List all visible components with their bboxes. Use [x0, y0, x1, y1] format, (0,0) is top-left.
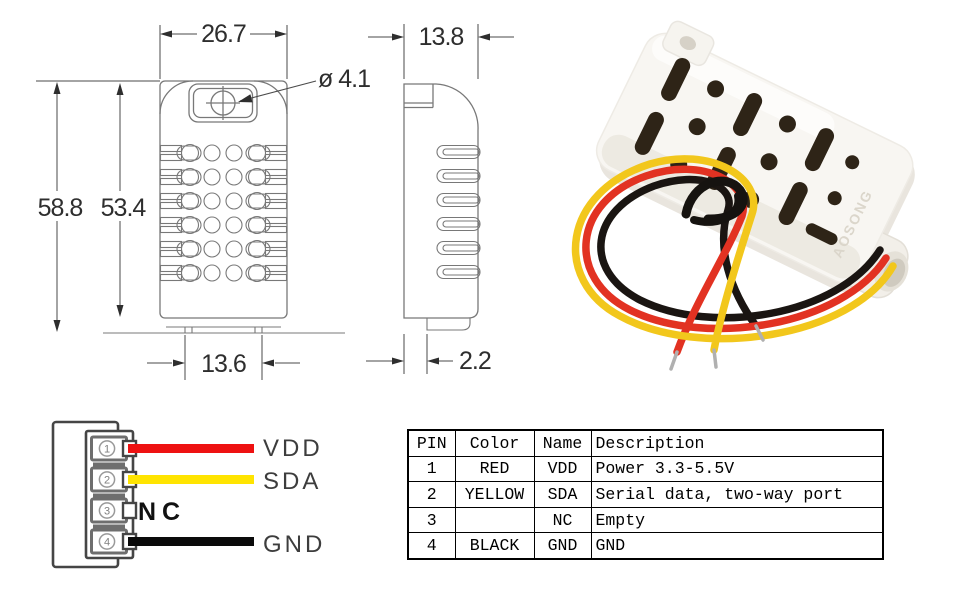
photo-wire-gnd — [597, 175, 884, 330]
table-header-pin: PIN — [407, 429, 456, 457]
dimension-labels: 26.7 58.8 53.4 13.6 ø 4.1 13.8 2.2 — [38, 20, 492, 378]
table-row: 4 BLACK GND GND — [407, 532, 884, 560]
cable-tie-knot — [681, 176, 748, 226]
table-cell: VDD — [533, 455, 592, 483]
table-header-name: Name — [533, 429, 592, 457]
table-cell: Power 3.3-5.5V — [590, 455, 884, 483]
table-cell: NC — [533, 506, 592, 534]
table-row: 2 YELLOW SDA Serial data, two-way port — [407, 481, 884, 508]
connector-labels: VDD SDA NC GND — [138, 435, 325, 558]
dim-body-height-label: 53.4 — [101, 194, 147, 222]
front-view-vents — [103, 143, 345, 334]
side-view-fins — [436, 144, 481, 280]
pin-3-number: 3 — [104, 505, 110, 517]
table-cell: 4 — [407, 532, 456, 560]
dimension-drawing: 26.7 58.8 53.4 13.6 ø 4.1 13.8 2.2 — [36, 20, 514, 380]
table-row: 3 NC Empty — [407, 506, 884, 534]
connector-shell — [51, 420, 138, 569]
pin-4-number: 4 — [104, 536, 110, 548]
sda-wire — [128, 475, 254, 484]
gnd-label: GND — [263, 531, 325, 558]
dim-hole-dia-label: ø 4.1 — [318, 65, 370, 93]
table-cell: Serial data, two-way port — [590, 481, 884, 508]
dim-foot-label: 2.2 — [459, 347, 491, 375]
photo-mounting-tab — [662, 20, 715, 67]
vdd-wire — [128, 444, 254, 453]
table-cell: RED — [454, 455, 535, 483]
dim-depth-label: 13.8 — [419, 23, 464, 51]
dim-bottom-width-label: 13.6 — [201, 350, 246, 378]
table-cell: GND — [533, 532, 592, 560]
table-cell: 3 — [407, 506, 456, 534]
table-header-description: Description — [590, 429, 884, 457]
vdd-label: VDD — [263, 435, 323, 462]
dim-width-label: 26.7 — [201, 20, 246, 48]
dimension-arrows — [53, 30, 490, 367]
dimension-lines — [36, 24, 514, 380]
photo-vents — [634, 57, 860, 245]
gnd-wire — [128, 537, 254, 546]
connector-pinout-diagram: 1 2 3 4 VDD SDA NC GND — [51, 420, 325, 569]
table-cell: BLACK — [454, 532, 535, 560]
table-cell: GND — [590, 532, 884, 560]
table-row: 1 RED VDD Power 3.3-5.5V — [407, 455, 884, 483]
pin-2-number: 2 — [104, 474, 110, 486]
sensor-body: AOSONG — [595, 20, 915, 299]
pin-description-table: PIN Color Name Description 1 RED VDD Pow… — [407, 429, 884, 560]
mounting-hole — [206, 86, 240, 120]
table-header-row: PIN Color Name Description — [407, 429, 884, 457]
side-view-outline — [403, 83, 481, 331]
table-cell — [454, 506, 535, 534]
photo-wire-sda — [571, 155, 897, 354]
sda-label: SDA — [263, 468, 321, 495]
nc-label: NC — [138, 498, 186, 526]
connector-wires — [128, 444, 254, 546]
photo-wire-vdd — [582, 165, 890, 356]
sensor-photo: AOSONG — [571, 20, 915, 371]
dim-outer-height-label: 58.8 — [38, 194, 83, 222]
wire-tips — [669, 324, 765, 371]
table-cell: SDA — [533, 481, 592, 508]
connector-pin-numbers: 1 2 3 4 — [98, 440, 116, 550]
table-header-color: Color — [454, 429, 535, 457]
table-cell: 1 — [407, 455, 456, 483]
pin-1-number: 1 — [104, 443, 110, 455]
table-cell: Empty — [590, 506, 884, 534]
table-cell: YELLOW — [454, 481, 535, 508]
table-cell: 2 — [407, 481, 456, 508]
